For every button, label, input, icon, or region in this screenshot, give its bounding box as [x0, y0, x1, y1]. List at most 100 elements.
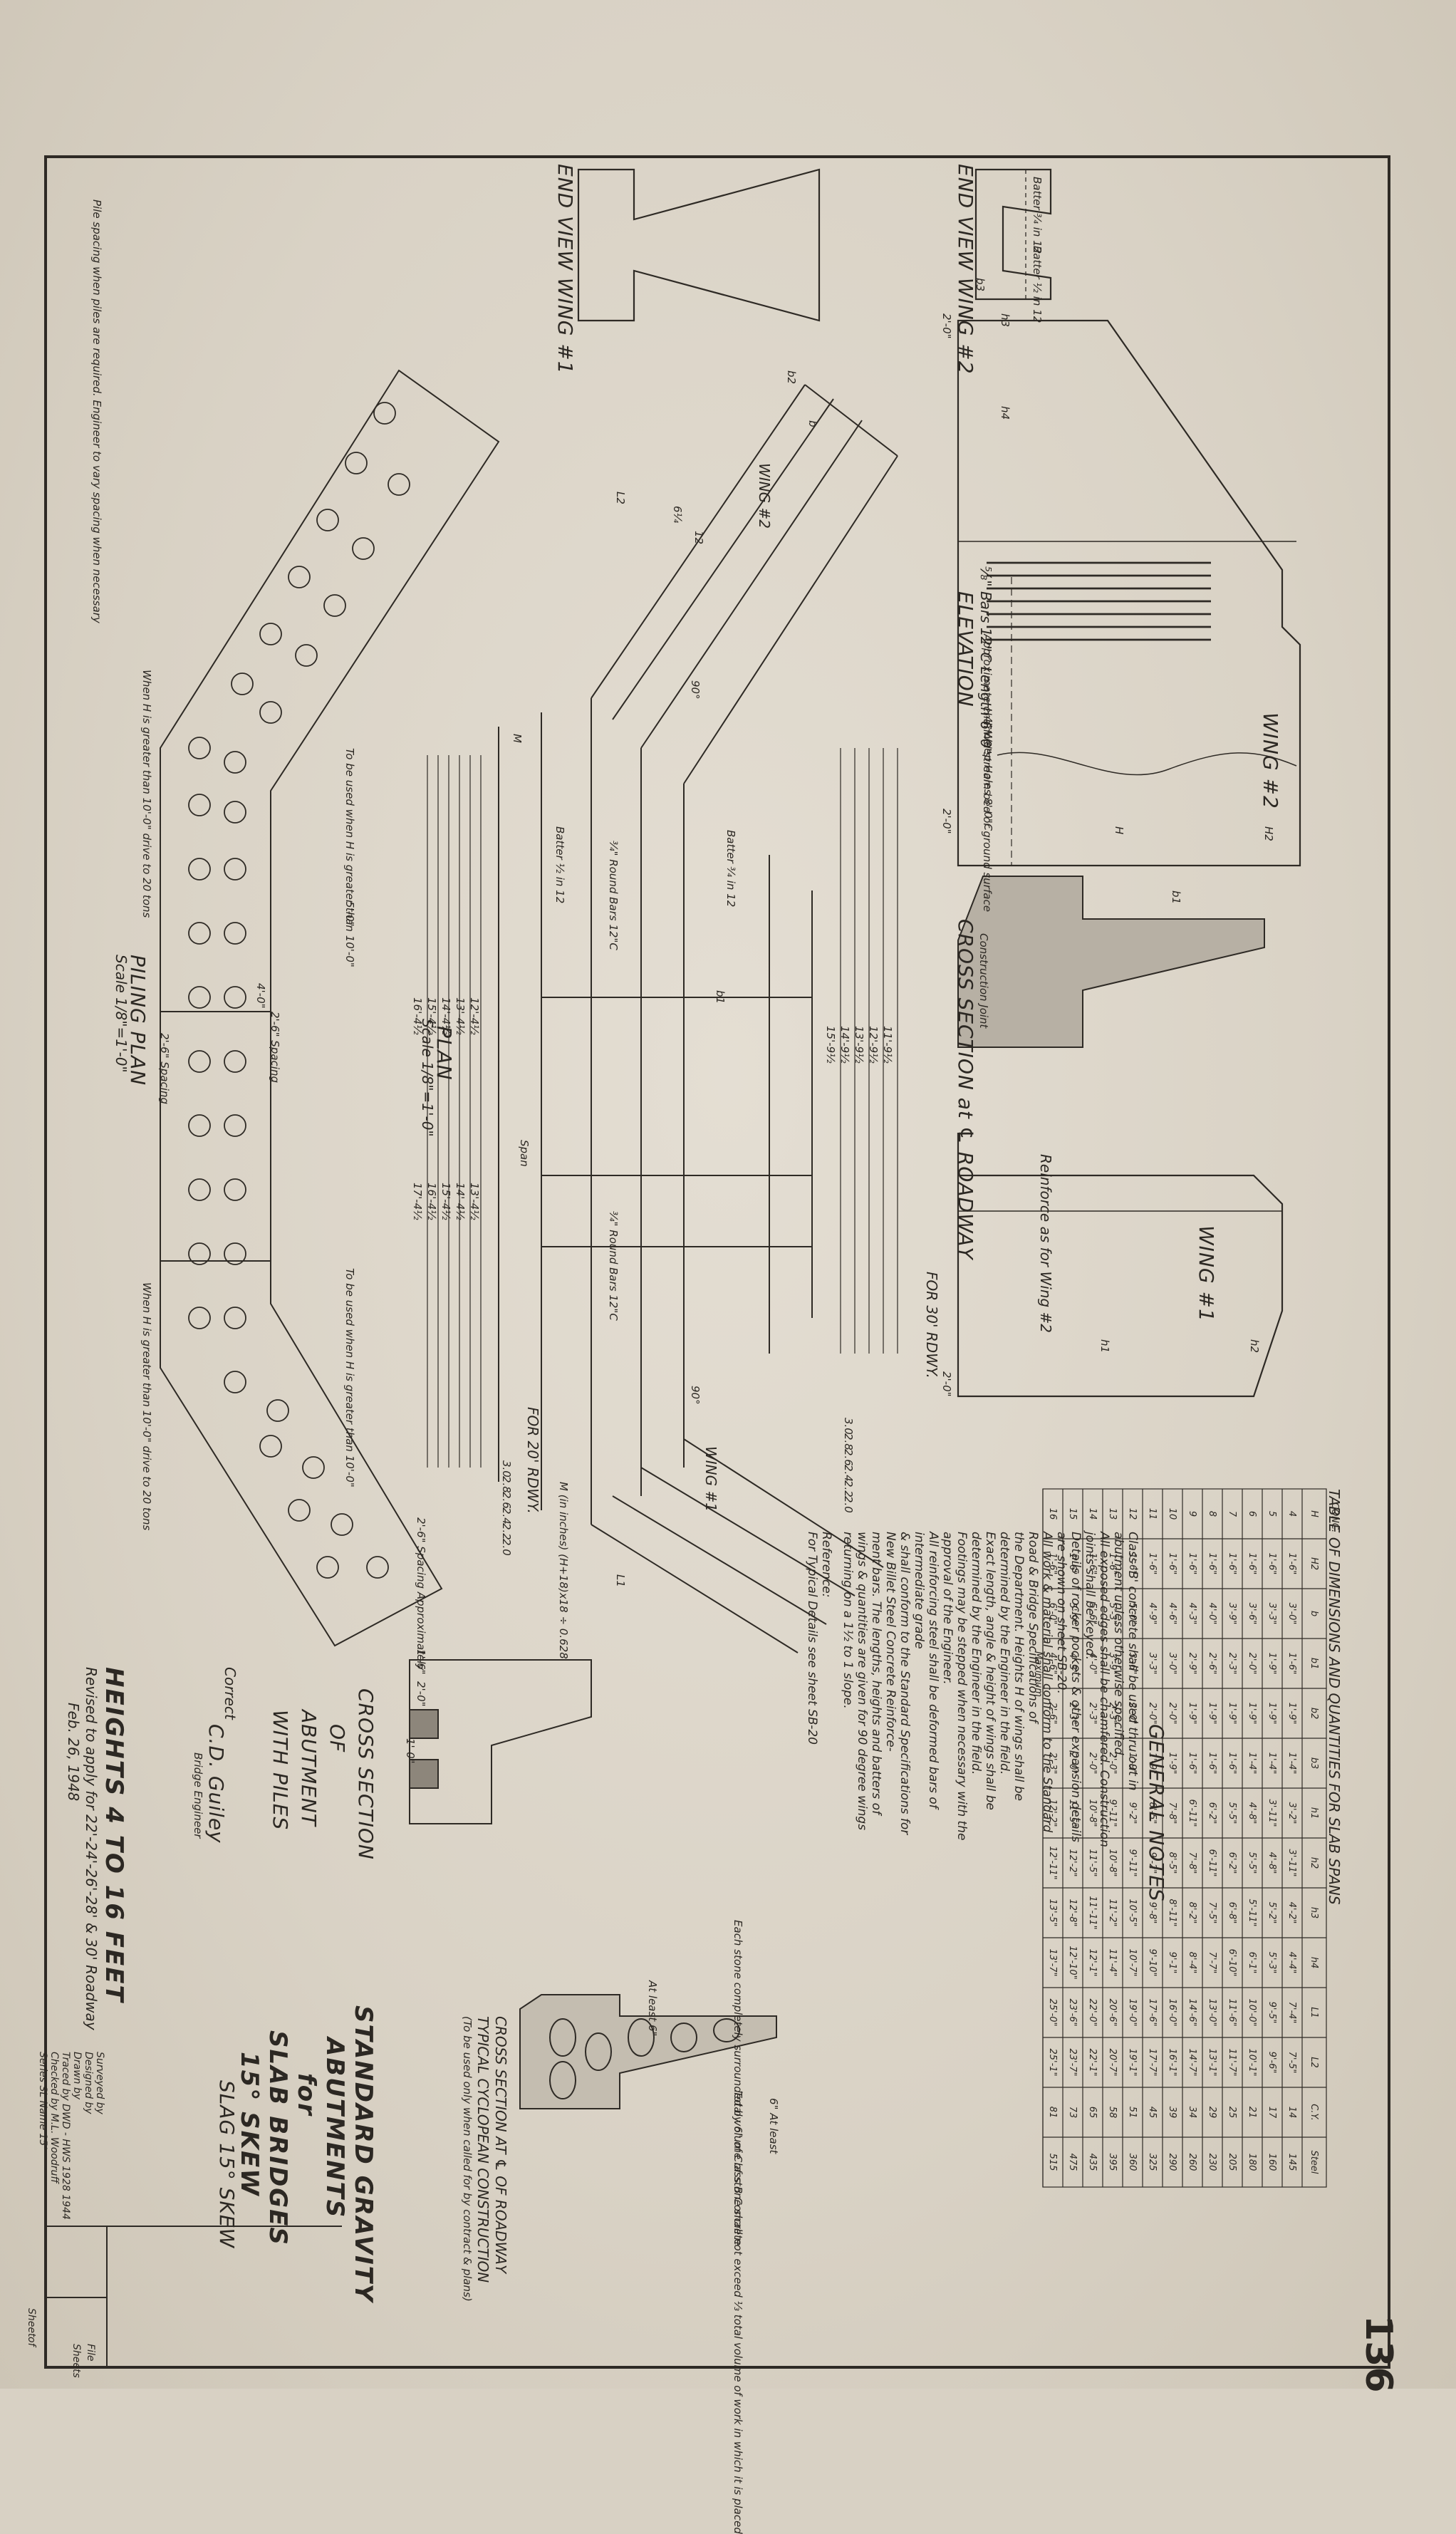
plan-dimension-lines — [427, 748, 898, 1468]
dim-b-plan: b — [806, 420, 819, 427]
table-cell: 5'-2" — [1267, 1902, 1277, 1924]
dim-L2: L2 — [614, 492, 627, 504]
for-20-value: 2.0 — [500, 1539, 513, 1556]
of-sheets-label: of — [26, 2337, 37, 2347]
reinforce-note: Reinforce as for Wing #2 — [1037, 1154, 1054, 1334]
table-cell: 1'-9" — [1227, 1703, 1237, 1725]
table-cell: 205 — [1227, 2154, 1237, 2171]
piles-drive-note-2: When H is greater than 10'-0" drive to 2… — [140, 1282, 153, 1531]
dim-h2: h2 — [1248, 1339, 1261, 1354]
dim-b3: b3 — [974, 278, 987, 292]
elevation-bars — [987, 561, 1211, 641]
table-cell: 2'-3" — [1107, 1703, 1118, 1725]
dim-2-0-pile: 2'-0" — [415, 1681, 427, 1707]
end-view-wing1-label: END VIEW WING #1 — [553, 164, 577, 375]
channel-note: Approximate channel stream bed or ground… — [981, 634, 994, 912]
heights-label: HEIGHTS 4 TO 16 FEET — [100, 1667, 128, 2003]
general-note-line: Exact length, angle & height of wings sh… — [969, 1532, 997, 1810]
table-header-cell: b2 — [1309, 1708, 1319, 1720]
table-cell: 2'-0" — [1247, 1653, 1257, 1675]
table-cell: 16 — [1047, 1508, 1058, 1520]
table-cell: 21 — [1247, 2107, 1257, 2119]
dim-h3: h3 — [999, 313, 1012, 328]
dim-2-0-mid: 2'-0" — [940, 809, 953, 834]
table-cell: 9'-11" — [1107, 1799, 1118, 1827]
table-cell: 395 — [1107, 2154, 1118, 2171]
ruler-a-label: 16'-4½ — [411, 997, 424, 1035]
table-cell: 12'-8" — [1067, 1899, 1078, 1926]
cross-section-of-label: CROSS SECTION — [354, 1688, 378, 1860]
table-header-cell: L2 — [1309, 2057, 1319, 2068]
table-cell: 9'-8" — [1147, 1902, 1158, 1924]
table-cell: 8 — [1207, 1511, 1217, 1517]
table-cell: 14'-6" — [1187, 1998, 1197, 2026]
table-cell: 1'-6" — [1047, 1553, 1058, 1575]
at-least-note: At least 6" — [646, 1980, 659, 2037]
table-cell: 1'-9" — [1167, 1752, 1177, 1775]
table-cell: 1'-6" — [1167, 1553, 1177, 1575]
dim-90-top: 90° — [689, 680, 702, 700]
end-view-wing2-outline — [974, 168, 1052, 301]
table-cell: 9'-6" — [1267, 2052, 1277, 2074]
ruler-a-label: 13'-4½ — [454, 997, 467, 1035]
table-cell: 2'-0" — [1167, 1703, 1177, 1725]
total-volume-note: Total volume of stone shall not exceed ⅓… — [732, 2091, 744, 2534]
plan-scale: Scale 1/8"=1'-0" — [419, 1019, 436, 1137]
pile-spacing-note: Pile spacing when piles are required. En… — [90, 199, 103, 623]
table-cell: 2'-3" — [1087, 1703, 1098, 1725]
elevation-wing1-outline — [957, 1133, 1284, 1398]
ruler-30-label: 12'-9½ — [867, 1026, 880, 1064]
drawn-by: Drawn by — [71, 2052, 83, 2100]
table-cell: 5'-6" — [1087, 1603, 1098, 1625]
sheet-code: SLAG 15° SKEW — [215, 2080, 239, 2249]
ruler-b-label: 15'-4½ — [440, 1183, 452, 1220]
dim-M: M — [511, 734, 524, 743]
table-cell: 1'-4" — [1247, 1752, 1257, 1775]
table-cell: 7 — [1227, 1511, 1237, 1517]
signer-title: Bridge Engineer — [192, 1752, 204, 1839]
table-cell: 325 — [1147, 2154, 1158, 2171]
table-cell: 290 — [1167, 2154, 1177, 2171]
signature: C.D. Guiley — [204, 1724, 228, 1844]
table-cell: 11'-6" — [1227, 1998, 1237, 2026]
table-cell: 3'-3" — [1147, 1653, 1158, 1675]
table-cell: 5'-5" — [1247, 1852, 1257, 1874]
dim-h4: h4 — [999, 406, 1012, 420]
table-cell: 5'-11" — [1247, 1899, 1257, 1926]
table-cell: 3'-9" — [1107, 1653, 1118, 1675]
table-cell: 8'-5" — [1167, 1852, 1177, 1874]
table-cell: 11'-5" — [1067, 1799, 1078, 1827]
table-cell: 25'-1" — [1047, 2048, 1058, 2076]
table-cell: 12'-2" — [1047, 1799, 1058, 1827]
table-cell: 2'-0" — [1107, 1752, 1118, 1775]
table-cell: 9'-2" — [1127, 1802, 1138, 1824]
dim-5-0: 5'-0" — [343, 901, 356, 927]
reference-heading: Reference: — [819, 1532, 833, 1598]
table-header-cell: h2 — [1309, 1857, 1319, 1869]
for-20-value: 2.4 — [500, 1507, 513, 1525]
table-cell: 11'-7" — [1227, 2048, 1237, 2076]
cross-section-roadway-label: CROSS SECTION at ℄ ROADWAY — [954, 919, 977, 1260]
checked-by: Checked by M.L. Woodruff — [48, 2052, 60, 2184]
file-label: File — [85, 2344, 96, 2362]
table-cell: 8'-5" — [1147, 1802, 1158, 1824]
table-cell: 14 — [1286, 2107, 1297, 2119]
dim-b1: b1 — [1170, 890, 1182, 905]
table-cell: 3'-11" — [1286, 1849, 1297, 1876]
table-cell: 11 — [1147, 1508, 1158, 1520]
table-cell: 1'-9" — [1207, 1703, 1217, 1725]
table-cell: 65 — [1087, 2107, 1098, 2119]
dim-90-bottom: 90° — [689, 1386, 702, 1405]
dim-b1-plan: b1 — [714, 990, 727, 1004]
table-cell: 73 — [1067, 2107, 1078, 2119]
title-line5: 15° SKEW — [235, 2052, 264, 2197]
round-bars-note: ¾" Round Bars 12"C — [607, 841, 620, 950]
table-cell: 6'-1" — [1247, 1952, 1257, 1974]
for-30-value: 2.8 — [842, 1433, 855, 1450]
table-header-cell: h4 — [1309, 1957, 1319, 1969]
piles-use-note-2: To be used when H is greater than 10'-0" — [343, 1268, 356, 1487]
table-cell: 2'-6" — [1207, 1653, 1217, 1675]
table-cell: 6 — [1247, 1511, 1257, 1517]
of-label: OF — [326, 1724, 349, 1753]
table-cell: 4'-2" — [1286, 1902, 1297, 1924]
